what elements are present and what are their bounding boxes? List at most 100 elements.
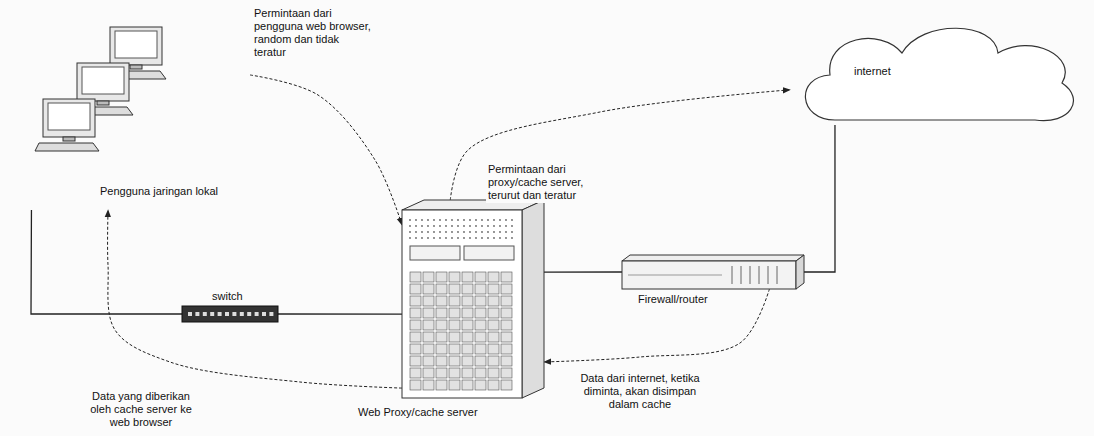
server-tile [410,296,421,306]
server-vent [457,219,459,221]
router-side [796,255,804,289]
server-vent [493,225,495,227]
server-vent [433,219,435,221]
monitor-screen [48,103,90,130]
server-tile [488,332,499,342]
server-tile [436,308,447,318]
server-tile [449,296,460,306]
server-tile [475,320,486,330]
server-tile [488,380,499,390]
server-vent [409,237,411,239]
router-slot [777,266,778,284]
server-tile [423,368,434,378]
server-tile [436,356,447,366]
edge-annotation: Permintaan dari pengguna web browser, ra… [252,6,374,60]
monitor-stand [63,137,75,141]
server-vent [409,219,411,221]
server-tile [423,308,434,318]
server-vent [463,237,465,239]
server-vent [421,219,423,221]
server-vent [433,231,435,233]
server-vent [427,237,429,239]
node-label: Firewall/router [638,293,708,306]
server-tile [475,332,486,342]
monitor-screen [115,31,157,58]
server-tile [501,284,512,294]
router-device [622,255,804,289]
server-tile [462,344,473,354]
server-vent [505,231,507,233]
internet-node: internet [790,15,1082,125]
server-tile [488,320,499,330]
network-cable [31,210,182,314]
server-tile [488,356,499,366]
server-vent [445,225,447,227]
server-vent [445,219,447,221]
server-tile [488,308,499,318]
server-tile [488,284,499,294]
edge-annotation: Data yang diberikan oleh cache server ke… [80,389,202,430]
switch-port [232,312,236,316]
data-flow-arrow [250,75,402,225]
monitor-body [77,63,129,101]
server-vent [511,225,513,227]
server-vent [463,231,465,233]
server-tile [475,296,486,306]
server-tile [423,272,434,282]
server-tile [462,272,473,282]
server-vent [487,237,489,239]
server-vent [433,225,435,227]
router-top [622,255,804,261]
server-vent [421,237,423,239]
server-vent [415,219,417,221]
server-tile [501,356,512,366]
router-line [628,275,722,276]
server-vent [469,231,471,233]
server-tower [402,200,544,398]
computer-icon [35,99,99,151]
router-slot [741,266,742,284]
switch-node: switch [182,306,278,322]
switch-port [240,312,244,316]
server-tile [436,344,447,354]
server-vent [427,219,429,221]
server-front [402,210,522,398]
node-label: switch [212,290,243,303]
server-tile [449,320,460,330]
server-tile [410,272,421,282]
server-tile [449,284,460,294]
server-vent [469,237,471,239]
server-tile [410,332,421,342]
server-vent [457,225,459,227]
server-tile [501,308,512,318]
data-flow-arrow [108,210,402,388]
local-users-node: Pengguna jaringan lokal [15,25,250,210]
data-flow-arrow [544,289,769,362]
drive-bay [410,246,460,260]
server-vent [493,231,495,233]
edge-annotation: Data dari internet, ketika diminta, akan… [572,371,708,412]
server-tile [501,296,512,306]
server-tile [488,296,499,306]
network-cable [544,271,622,272]
server-vent [415,225,417,227]
server-tile [462,320,473,330]
server-tile [462,380,473,390]
server-vent [493,219,495,221]
edge-annotation: Permintaan dari proxy/cache server, teru… [486,162,618,203]
server-tile [475,356,486,366]
server-tile [462,332,473,342]
router-slot [768,266,769,284]
server-tile [423,320,434,330]
server-vent [487,219,489,221]
server-tile [449,368,460,378]
server-vent [475,219,477,221]
annotation-wrap: Permintaan dari proxy/cache server, teru… [486,162,618,203]
switch-port [247,312,251,316]
server-tile [449,272,460,282]
monitor-body [43,99,95,137]
server-tile [488,344,499,354]
server-tile [449,380,460,390]
server-vent [499,231,501,233]
